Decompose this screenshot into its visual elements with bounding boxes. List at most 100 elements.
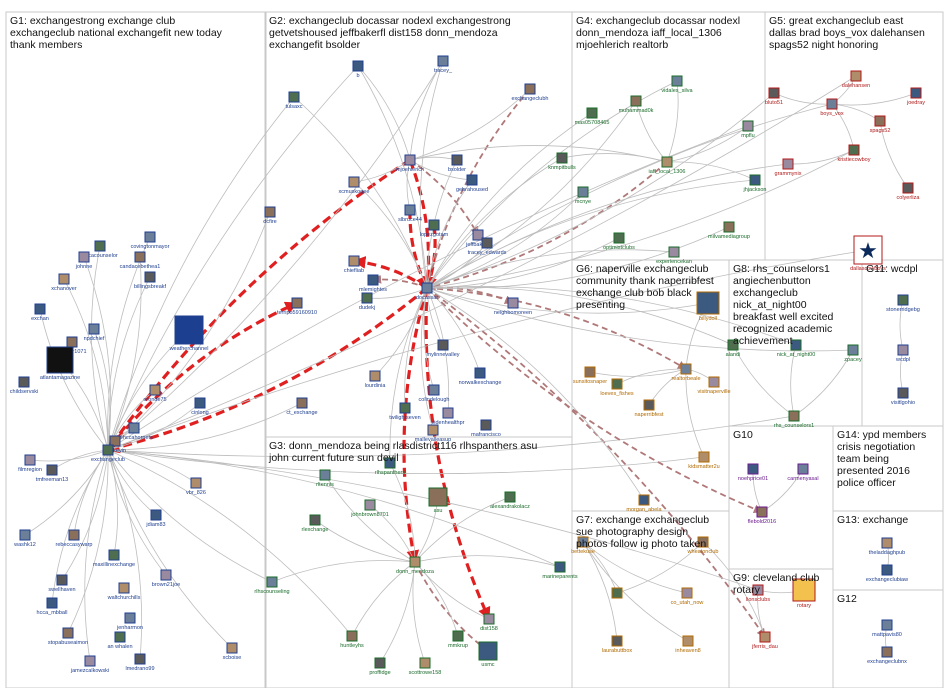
node-rlhspanthers[interactable]: rlhspanthers [375, 457, 406, 476]
node-johnbrown8701[interactable]: johnbrown8701 [350, 499, 389, 518]
node-xchanover[interactable]: xchanover [51, 273, 77, 292]
node-swellhaven[interactable]: swellhaven [48, 574, 76, 593]
node-exchangeclubiaw[interactable]: exchangeclubiaw [866, 564, 908, 583]
node-johnne[interactable]: johnne [75, 251, 93, 270]
node-waltchurchills[interactable]: waltchurchills [107, 582, 141, 601]
node-docassar[interactable]: docassar [416, 282, 438, 301]
node-exchangeclub[interactable]: exchangeclub [91, 444, 125, 463]
node-joedray[interactable]: joedray [906, 87, 925, 106]
node-neighbomoreen[interactable]: neighbomoreen [494, 297, 532, 316]
node-kidsmatter2u[interactable]: kidsmatter2u [688, 451, 720, 470]
node-ct_exchange[interactable]: ct_exchange [286, 397, 318, 416]
node-lourdinia[interactable]: lourdinia [365, 370, 387, 389]
node-gebrahoused[interactable]: gebrahoused [456, 174, 488, 193]
node-xcboise[interactable]: xcboise [223, 642, 242, 661]
node-exchan[interactable]: exchan [31, 303, 49, 322]
node-terripo[interactable]: terripo59160910 [277, 297, 317, 316]
node-twilightseven[interactable]: twilightseven [389, 402, 421, 421]
node-tracey_edwards[interactable]: tracey_edwards [468, 237, 507, 256]
node-jdiam83[interactable]: jdiam83 [145, 509, 166, 528]
node-mcnye[interactable]: mcnye [575, 186, 591, 205]
node-igerkevin[interactable]: igerkevin [104, 435, 126, 454]
node-morgan_abela[interactable]: morgan_abela [626, 494, 663, 513]
node-asu[interactable]: asu [428, 487, 448, 514]
node-theladdaghpub[interactable]: theladdaghpub [869, 537, 905, 556]
node-co_utah_now[interactable]: co_utah_now [671, 587, 704, 606]
node-npdchief[interactable]: npdchief [84, 323, 105, 342]
node-hcca_mbball[interactable]: hcca_mbball [37, 597, 68, 616]
node-atlantamagazine[interactable]: atlantamagazine [40, 346, 80, 381]
node-stopabuseaimon[interactable]: stopabuseaimon [48, 627, 88, 646]
node-mmkrup[interactable]: mmkrup [448, 630, 468, 649]
node-jhjackson[interactable]: jhjackson [743, 174, 767, 193]
node-childservski[interactable]: childservski [10, 376, 38, 395]
node-b[interactable]: b [352, 60, 364, 79]
node-wheatonclub[interactable]: wheatonclub [687, 536, 719, 555]
node-marineparents[interactable]: marineparents [542, 561, 578, 580]
node-jenharmon[interactable]: jenharmon [116, 612, 143, 631]
node-spags52[interactable]: spags52 [870, 115, 891, 134]
node-maxillinexchange[interactable]: maxillinexchange [93, 549, 135, 568]
node-washk12[interactable]: washk12 [13, 529, 36, 548]
node-mas05708465[interactable]: mas05708465 [575, 107, 610, 126]
node-anwhalen[interactable]: an whalen [107, 631, 133, 650]
node-bsolder[interactable]: bsolder [448, 154, 466, 173]
node-visitnaperville[interactable]: visitnaperville [697, 376, 731, 395]
node-mjoehlerich[interactable]: mjoehlerich [396, 154, 424, 173]
node-videnhealthpr[interactable]: videnhealthpr [431, 407, 465, 426]
node-weatherchannel[interactable]: weatherchannel [169, 315, 209, 352]
node-rotary[interactable]: rotary [792, 578, 816, 609]
node-sunsitosnaper[interactable]: sunsitosnaper [573, 366, 607, 385]
node-loeves_fishes[interactable]: loeves_fishes [600, 378, 634, 397]
node-billingsbreakf[interactable]: billingsbreakf [134, 271, 167, 290]
node-dcfire[interactable]: dcfire [263, 206, 277, 225]
node-exchangeclubnx[interactable]: exchangeclubnx [867, 646, 907, 665]
node-vbr_826[interactable]: vbr_826 [186, 477, 206, 496]
node-slbruce44[interactable]: slbruce44 [398, 204, 422, 223]
node-noehprice01[interactable]: noehprice01 [738, 463, 768, 482]
node-rhs_counselors1[interactable]: rhs_counselors1 [774, 410, 814, 429]
node-dalehansen[interactable]: dalehansen [842, 70, 870, 89]
node-grammynix[interactable]: grammynix [775, 158, 802, 177]
node-bettekuse[interactable]: bettekuse [571, 536, 595, 555]
node-rlexchange[interactable]: rlexchange [302, 514, 329, 533]
node-chiefliab[interactable]: chiefliab [344, 255, 364, 274]
node-laurabuttbox[interactable]: laurabuttbox [602, 635, 633, 654]
node-dudekj[interactable]: dudekj [359, 292, 375, 311]
node-candacebethea1[interactable]: candacebethea1 [120, 251, 161, 270]
node-huntleyhs[interactable]: huntleyhs [340, 630, 364, 649]
node-mylinnevalley[interactable]: mylinnevalley [426, 339, 460, 358]
node-jferris_dau[interactable]: jferris_dau [751, 631, 778, 650]
node-vidales_silva[interactable]: vidales_silva [661, 75, 694, 94]
node-colindelough[interactable]: colindelough [419, 384, 450, 403]
node-rltennis[interactable]: rltennis [316, 469, 334, 488]
node-exchangeclubh[interactable]: exchangeclubh [511, 83, 549, 102]
node-donn_mendoza[interactable]: donn_mendoza [396, 556, 435, 575]
node-bluto51[interactable]: bluto51 [765, 87, 783, 106]
node-kristiecowboy[interactable]: kristiecowboy [837, 144, 871, 163]
node-boys_vox[interactable]: boys_vox [820, 98, 844, 117]
node-jamezcalkowski[interactable]: jamezcalkowski [70, 655, 109, 674]
node-usmc[interactable]: usmc [478, 641, 498, 668]
node-naperribfest[interactable]: naperribfest [634, 399, 664, 418]
node-mpflu[interactable]: mpflu [741, 120, 755, 139]
node-nick_at_night00[interactable]: nick_at_night00 [777, 339, 816, 358]
node-jeffbakerfl[interactable]: jeffbakerfl [465, 229, 490, 248]
node-iaff_local_1306[interactable]: iaff_local_1306 [649, 156, 686, 175]
node-oronde75[interactable]: oronde75 [143, 384, 167, 403]
node-rebeccasywarp[interactable]: rebeccasywarp [56, 529, 93, 548]
node-tmfreeman13[interactable]: tmfreeman13 [36, 464, 68, 483]
node-visitlgohio[interactable]: visitlgohio [891, 387, 915, 406]
node-experiencekan[interactable]: experiencekan [656, 246, 692, 265]
node-hccacounselor[interactable]: hccacounselor [82, 240, 118, 259]
node-scottrowe158[interactable]: scottrowe158 [409, 657, 442, 676]
node-milvamediagroup[interactable]: milvamediagroup [708, 221, 750, 240]
node-alexandrakolacz[interactable]: alexandrakolacz [490, 491, 530, 510]
node-mallevalleasup[interactable]: mallevalleasup [415, 424, 451, 443]
node-covingtonmayor[interactable]: covingtonmayor [131, 231, 170, 250]
node-norwalkexchange[interactable]: norwalkexchange [459, 367, 502, 386]
node-mafrancisco[interactable]: mafrancisco [471, 419, 501, 438]
node-knmpitbulls[interactable]: knmpitbulls [548, 152, 576, 171]
node-pic1[interactable] [611, 587, 623, 599]
node-brown21joe[interactable]: brown21joe [152, 569, 180, 588]
